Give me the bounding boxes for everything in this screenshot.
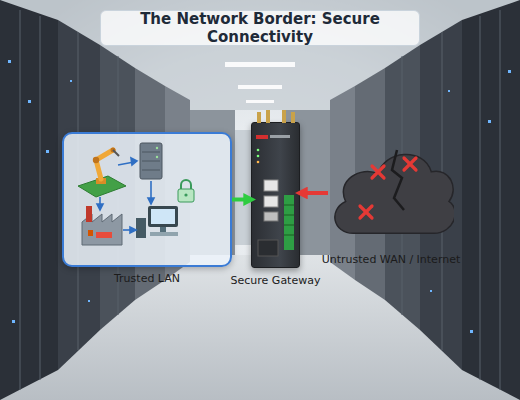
- left-racks-part: [0, 0, 58, 400]
- cloud-shape: [328, 140, 454, 246]
- trusted-lan-box: Trusted LAN: [62, 132, 232, 267]
- right-racks-part-part: [488, 120, 491, 123]
- right-racks-part-part: [500, 10, 501, 390]
- right-racks-part-part: [430, 290, 432, 292]
- flow-arrow: [232, 198, 251, 202]
- ceiling-lights-part: [225, 62, 295, 67]
- left-racks-part-part: [28, 100, 31, 103]
- left-racks-part-part: [70, 80, 72, 82]
- right-racks-part: [462, 0, 520, 400]
- left-racks-part-part: [12, 320, 15, 323]
- left-racks-part-part: [46, 150, 49, 153]
- internet-cloud: Untrusted WAN / Internet: [328, 140, 454, 246]
- right-racks-part-part: [508, 70, 511, 73]
- diagram-title: The Network Border: Secure Connectivity: [100, 10, 420, 46]
- ceiling-lights-part: [246, 100, 274, 103]
- cloud-outline: [335, 154, 454, 233]
- gateway-device: Secure Gateway: [251, 122, 300, 268]
- node-label: Untrusted WAN / Internet: [322, 253, 461, 266]
- left-racks-part-part: [40, 16, 41, 380]
- node-label: Secure Gateway: [231, 274, 321, 287]
- right-racks-part-part: [448, 90, 450, 92]
- ceiling-lights-part: [238, 85, 282, 89]
- left-racks-part-part: [88, 300, 90, 302]
- left-racks-part-part: [20, 10, 21, 390]
- ceiling-lights: [225, 62, 295, 103]
- right-racks-part-part: [470, 330, 473, 333]
- left-racks-part-part: [8, 60, 11, 63]
- right-racks: [330, 0, 520, 400]
- node-label: Trusted LAN: [114, 272, 180, 285]
- flow-arrow: [300, 191, 328, 195]
- right-racks-part-part: [480, 16, 481, 380]
